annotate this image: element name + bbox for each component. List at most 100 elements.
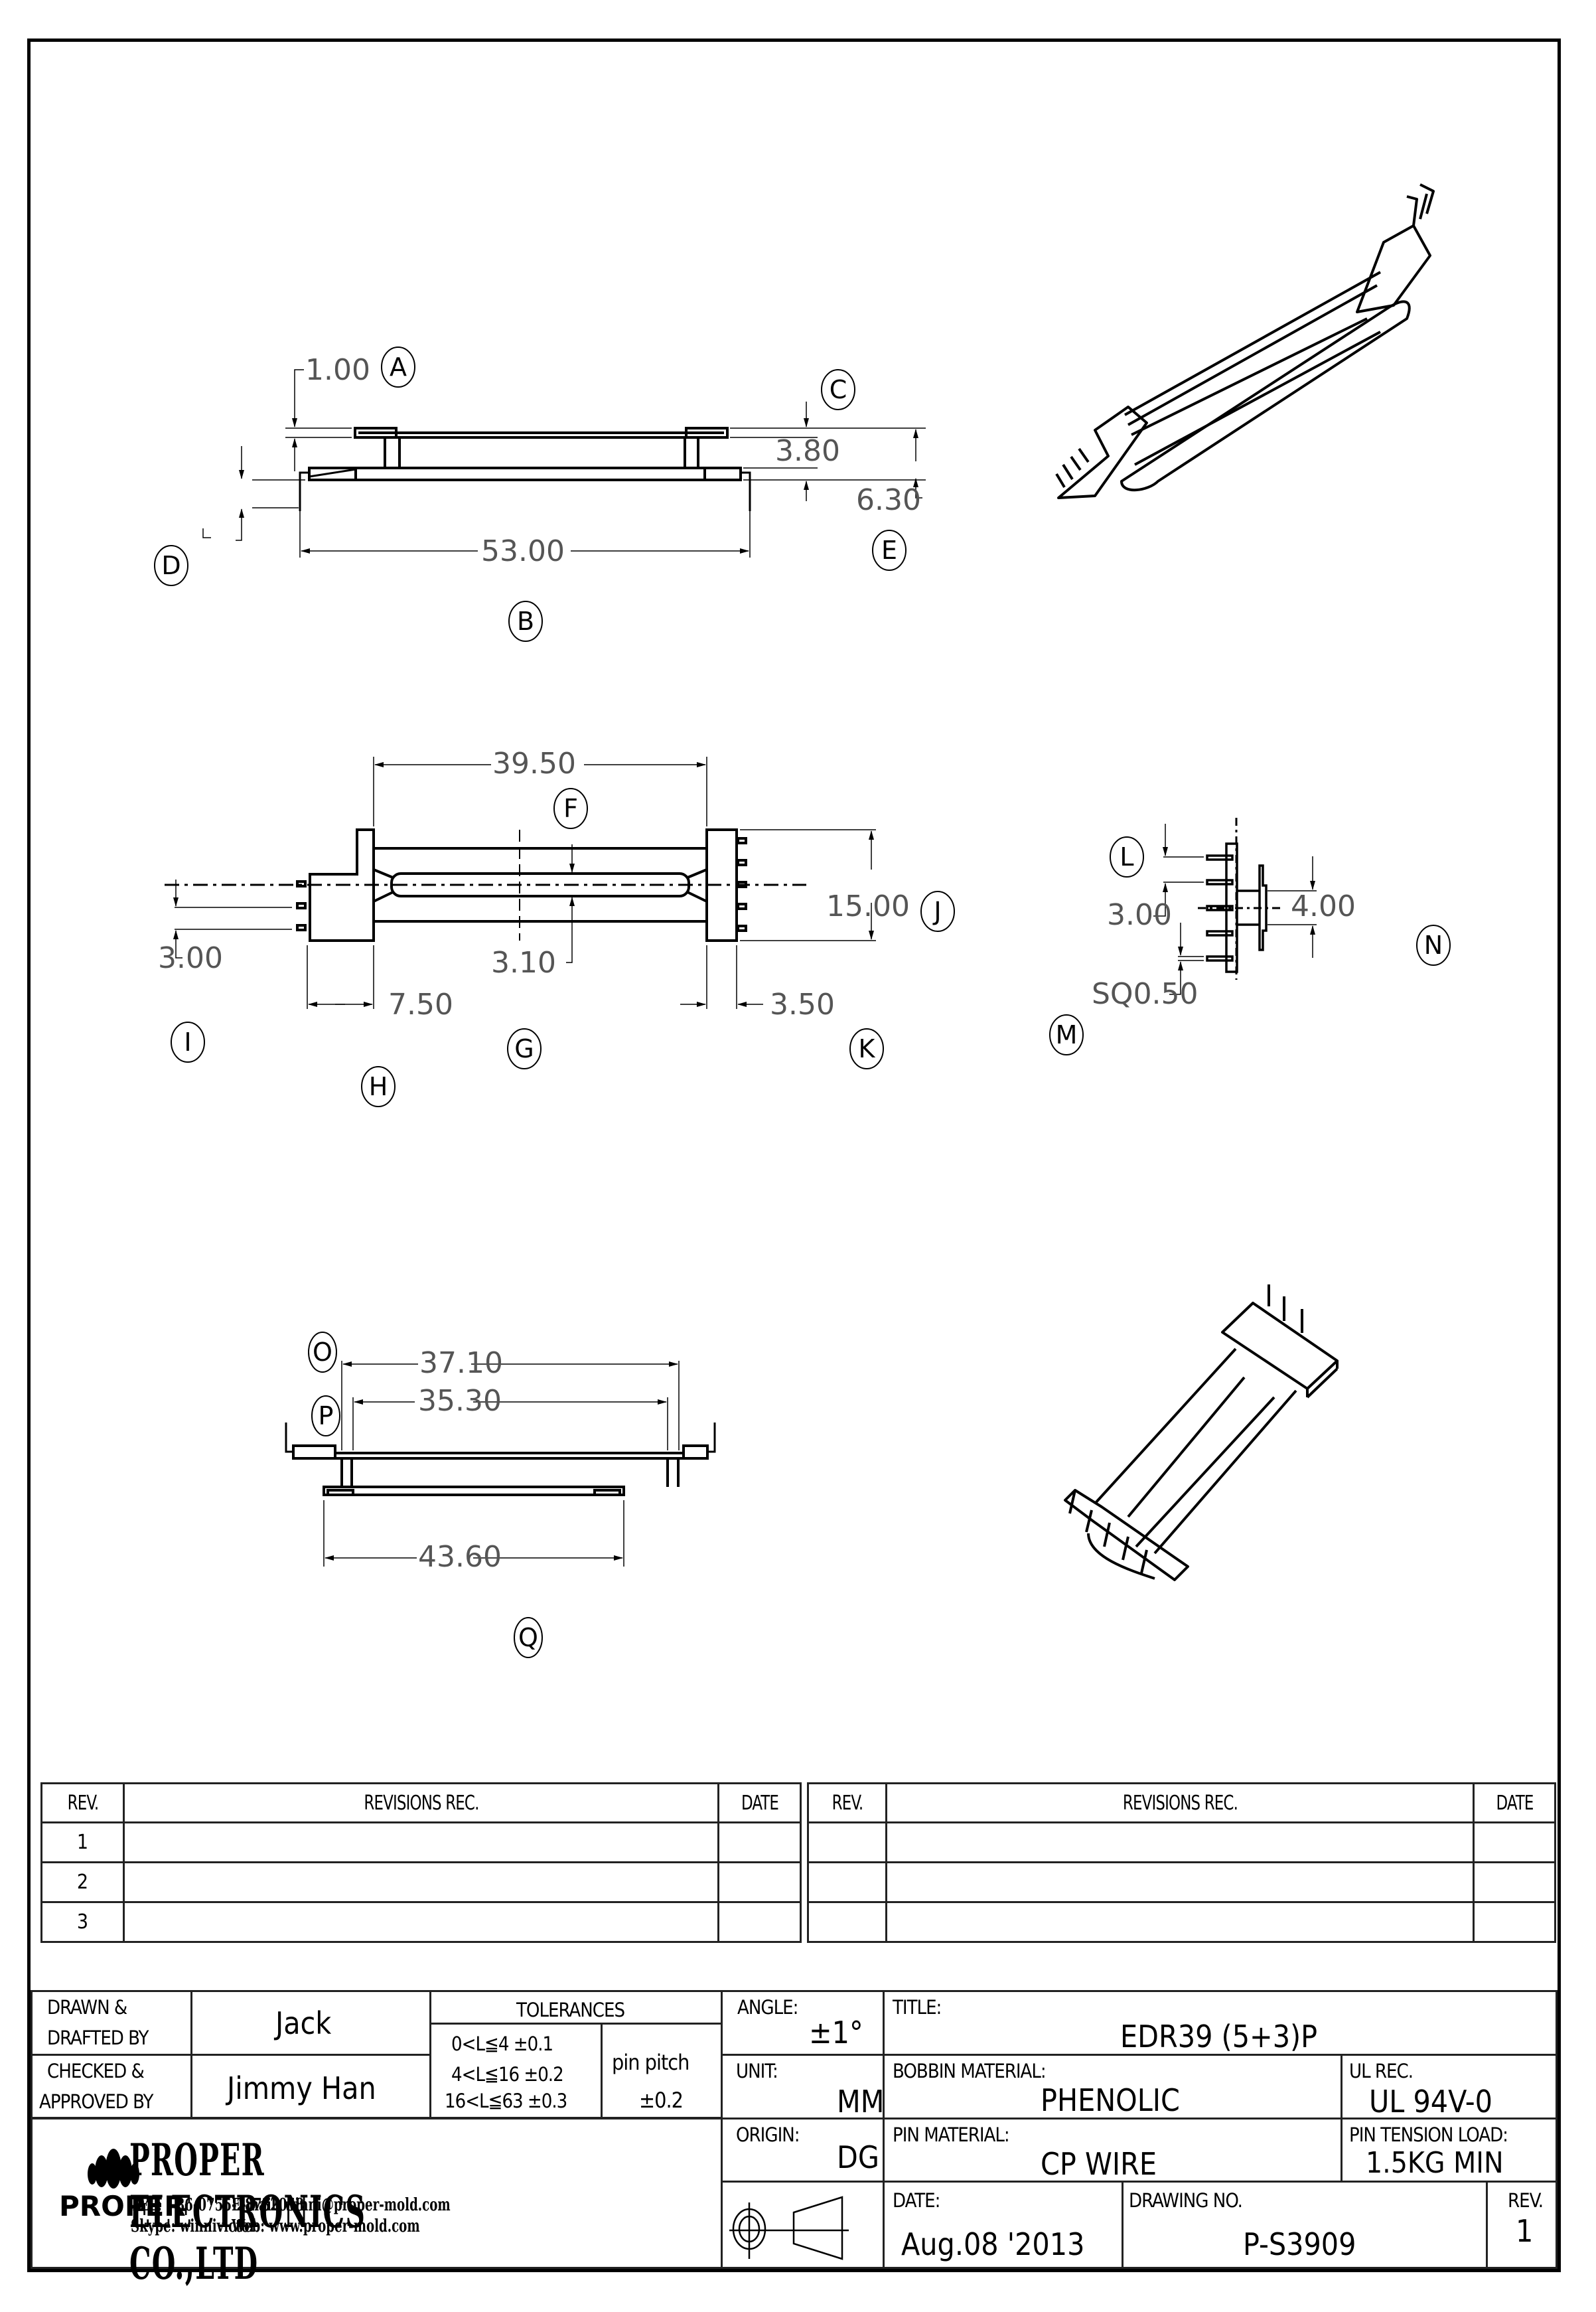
rec-cell <box>123 1821 719 1863</box>
date-header: DATE <box>723 1782 796 1823</box>
balloon-p: P <box>319 1401 334 1430</box>
company-cell: PROPER PROPER ELECTRONICS CO.,LTD TEL: +… <box>31 2118 723 2289</box>
rec-cell <box>885 1861 1475 1903</box>
isometric-view-top <box>1055 183 1435 499</box>
balloons <box>154 347 1451 1658</box>
dim-o-text: 37.10 <box>419 1346 503 1380</box>
dim-m-text: SQ0.50 <box>1092 977 1198 1011</box>
balloon-m: M <box>1056 1020 1078 1049</box>
balloon-e: E <box>881 536 897 565</box>
balloon-j: J <box>932 897 941 926</box>
dim-a-text: 1.00 <box>305 353 370 387</box>
pin-material-label: PIN MATERIAL: <box>893 2123 1010 2146</box>
company-tel: TEL: +86-0755-28732058 <box>131 2195 304 2215</box>
rev-header: REV. <box>46 1782 119 1823</box>
origin-value: DG <box>837 2139 879 2175</box>
rev-cell <box>807 1861 887 1903</box>
checked-label-cell: CHECKED & APPROVED BY <box>31 2054 192 2119</box>
dim-e-text: 6.30 <box>856 483 921 517</box>
revision-table-left: REV. REVISIONS REC. DATE 1 2 3 <box>40 1782 802 1943</box>
dim-i-text: 3.00 <box>158 941 223 975</box>
pin-tension-value: 1.5KG MIN <box>1366 2146 1504 2180</box>
side-view-bottom <box>285 1423 716 1496</box>
table-row: 1 <box>40 1821 802 1863</box>
dim-b-text: 53.00 <box>481 534 565 568</box>
ul-rec-cell: UL REC. UL 94V-0 <box>1341 2054 1558 2119</box>
pin-pitch-value: ±0.2 <box>639 2088 684 2113</box>
side-view-top-dimensions <box>202 369 926 558</box>
title-cell: TITLE: EDR39 (5+3)P <box>883 1990 1558 2056</box>
rev-cell <box>807 1821 887 1863</box>
drawn-by-value: Jack <box>275 2005 332 2041</box>
balloon-c: C <box>830 375 847 404</box>
company-email: E-mail: winni@proper-mold.com <box>232 2195 451 2215</box>
checked-label: CHECKED & <box>47 2060 145 2082</box>
balloon-n: N <box>1424 931 1443 960</box>
date-cell: DATE: Aug.08 '2013 <box>883 2181 1124 2269</box>
tolerance-row: 0<L≦4 ±0.1 <box>451 2033 553 2055</box>
date-value: Aug.08 '2013 <box>901 2226 1085 2262</box>
balloon-g: G <box>514 1034 534 1063</box>
pin-tension-cell: PIN TENSION LOAD: 1.5KG MIN <box>1341 2118 1558 2183</box>
angle-value: ±1° <box>809 2015 863 2050</box>
checked-by-cell: Jimmy Han <box>190 2054 431 2119</box>
side-view-bottom-dimensions <box>323 1361 680 1567</box>
company-logo-icon <box>88 2149 139 2189</box>
balloon-b: B <box>517 607 534 636</box>
tolerance-row: 16<L≦63 ±0.3 <box>445 2090 567 2112</box>
rev-cell: 3 <box>40 1901 125 1943</box>
balloon-h: H <box>369 1072 388 1101</box>
tolerance-row: 4<L≦16 ±0.2 <box>451 2063 564 2086</box>
revisions-rec-header: REVISIONS REC. <box>929 1782 1431 1823</box>
balloon-l: L <box>1120 842 1133 872</box>
date-cell <box>1473 1861 1556 1903</box>
dim-k-text: 3.50 <box>770 988 835 1022</box>
dim-n-text: 4.00 <box>1291 889 1356 923</box>
date-header: DATE <box>1479 1782 1550 1823</box>
balloon-a: A <box>390 352 407 382</box>
angle-cell: ANGLE: ±1° <box>721 1990 885 2056</box>
dim-p-text: 35.30 <box>418 1384 502 1418</box>
drawing-no-label: DRAWING NO. <box>1129 2189 1243 2212</box>
table-row <box>807 1861 1556 1903</box>
drawn-label: DRAWN & <box>47 1996 127 2019</box>
bobbin-material-cell: BOBBIN MATERIAL: PHENOLIC <box>883 2054 1342 2119</box>
drafted-by-label: DRAFTED BY <box>47 2027 149 2049</box>
rev-value: 1 <box>1516 2213 1534 2249</box>
date-cell <box>717 1861 802 1903</box>
rec-cell <box>885 1821 1475 1863</box>
pin-material-value: CP WIRE <box>1041 2146 1157 2182</box>
drawing-no-value: P-S3909 <box>1243 2226 1356 2262</box>
dim-j-text: 15.00 <box>826 889 910 923</box>
rec-cell <box>885 1901 1475 1943</box>
date-cell <box>1473 1821 1556 1863</box>
unit-cell: UNIT: MM <box>721 2054 885 2119</box>
bobbin-material-value: PHENOLIC <box>1041 2082 1180 2118</box>
tolerances-label: TOLERANCES <box>516 1999 625 2021</box>
table-row <box>807 1821 1556 1863</box>
balloon-d: D <box>161 551 181 580</box>
title-label: TITLE: <box>893 1996 942 2019</box>
table-row: 2 <box>40 1861 802 1903</box>
date-cell <box>1473 1901 1556 1943</box>
dim-c-text: 3.80 <box>775 434 840 468</box>
pin-material-cell: PIN MATERIAL: CP WIRE <box>883 2118 1342 2183</box>
drawn-label-cell: DRAWN & DRAFTED BY <box>31 1990 192 2056</box>
date-cell <box>717 1901 802 1943</box>
drawing-no-cell: DRAWING NO. P-S3909 <box>1122 2181 1488 2269</box>
side-view-top <box>299 427 751 511</box>
balloon-k: K <box>859 1034 876 1063</box>
dim-g-text: 3.10 <box>491 946 556 980</box>
rev-cell: 1 <box>40 1821 125 1863</box>
bobbin-material-label: BOBBIN MATERIAL: <box>893 2060 1047 2082</box>
rev-header: REV. <box>813 1782 881 1823</box>
ul-rec-value: UL 94V-0 <box>1369 2084 1492 2119</box>
top-view <box>296 828 747 942</box>
rev-cell <box>807 1901 887 1943</box>
company-logo-text: PROPER <box>59 2190 186 2222</box>
checked-by-value: Jimmy Han <box>227 2070 376 2106</box>
balloon-i: I <box>184 1028 191 1057</box>
projection-cell <box>721 2181 885 2269</box>
rev-label: REV. <box>1508 2189 1544 2212</box>
